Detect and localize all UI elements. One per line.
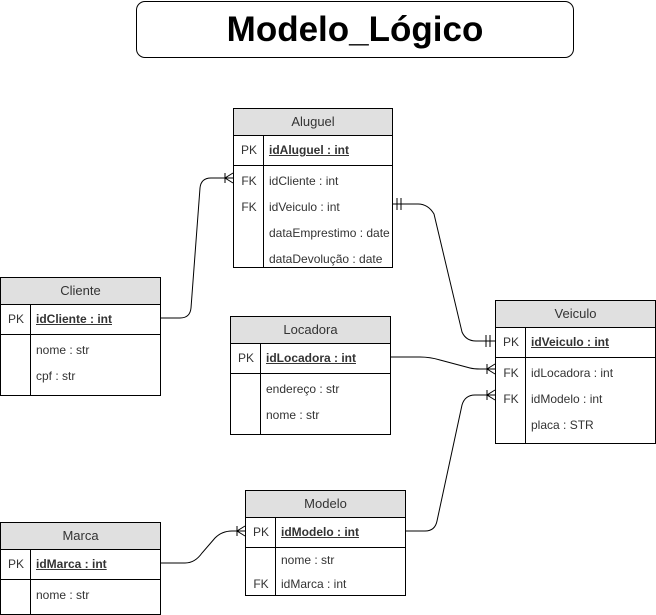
entity-modelo-header: Modelo xyxy=(246,491,405,518)
crowsfoot-icon xyxy=(236,525,246,537)
one-bar-icon xyxy=(396,198,402,210)
attribute-field: placa : STR xyxy=(531,418,594,432)
attribute-field: idMarca : int xyxy=(281,577,347,591)
pk-field: idCliente : int xyxy=(36,312,112,326)
relationship-locadora-veiculo xyxy=(391,356,495,370)
entity-aluguel[interactable]: Aluguel PK idAluguel : int FK idCliente … xyxy=(233,108,393,268)
crowsfoot-icon xyxy=(224,172,234,184)
entity-cliente[interactable]: Cliente PK idCliente : int nome : str cp… xyxy=(0,277,161,396)
attribute-field: cpf : str xyxy=(36,369,76,383)
key-column xyxy=(246,518,276,595)
crowsfoot-icon xyxy=(486,389,496,401)
key-column xyxy=(496,328,526,443)
relationship-modelo-veiculo xyxy=(406,394,495,532)
key-column xyxy=(231,344,261,434)
entity-marca[interactable]: Marca PK idMarca : int nome : str xyxy=(0,522,161,615)
attribute-field: nome : str xyxy=(36,343,90,357)
attribute-row: nome : str xyxy=(246,548,405,572)
diagram-title: Modelo_Lógico xyxy=(136,1,574,58)
attribute-row: nome : str xyxy=(231,402,390,428)
fk-label: FK xyxy=(253,577,269,591)
attribute-field: idLocadora : int xyxy=(531,366,614,380)
attribute-field: nome : str xyxy=(36,588,90,602)
attribute-row: nome : str xyxy=(1,582,160,608)
pk-row: PK idLocadora : int xyxy=(231,344,390,374)
attribute-row: dataDevolução : date xyxy=(234,246,392,272)
crowsfoot-icon xyxy=(486,363,496,375)
relationship-marca-modelo xyxy=(161,530,245,564)
pk-row: PK idAluguel : int xyxy=(234,136,392,166)
pk-label: PK xyxy=(502,335,519,349)
pk-field: idAluguel : int xyxy=(269,143,349,157)
attribute-field: idCliente : int xyxy=(269,174,339,188)
attribute-row: placa : STR xyxy=(496,412,655,438)
attribute-row: FK idModelo : int xyxy=(496,386,655,412)
pk-row: PK idModelo : int xyxy=(246,518,405,548)
attribute-row: endereço : str xyxy=(231,376,390,402)
key-column xyxy=(1,305,31,395)
attribute-row: FK idLocadora : int xyxy=(496,360,655,386)
pk-label: PK xyxy=(252,525,269,539)
entity-veiculo-header: Veiculo xyxy=(496,301,655,328)
entity-marca-header: Marca xyxy=(1,523,160,550)
entity-aluguel-header: Aluguel xyxy=(234,109,392,136)
attribute-field: idVeiculo : int xyxy=(269,200,340,214)
pk-field: idLocadora : int xyxy=(266,351,356,365)
pk-row: PK idVeiculo : int xyxy=(496,328,655,358)
entity-cliente-header: Cliente xyxy=(1,278,160,305)
pk-label: PK xyxy=(240,143,257,157)
fk-label: FK xyxy=(503,392,519,406)
pk-field: idVeiculo : int xyxy=(531,335,610,349)
attribute-field: dataEmprestimo : date xyxy=(269,226,390,240)
key-column xyxy=(234,136,264,267)
attribute-field: endereço : str xyxy=(266,382,340,396)
attribute-row: FK idMarca : int xyxy=(246,572,405,596)
attribute-row: FK idCliente : int xyxy=(234,168,392,194)
fk-label: FK xyxy=(503,366,519,380)
entity-locadora-header: Locadora xyxy=(231,317,390,344)
fk-label: FK xyxy=(241,174,257,188)
relationship-aluguel-veiculo xyxy=(393,203,495,342)
attribute-row: FK idVeiculo : int xyxy=(234,194,392,220)
pk-label: PK xyxy=(7,557,24,571)
fk-label: FK xyxy=(241,200,257,214)
key-column xyxy=(1,550,31,614)
attribute-field: nome : str xyxy=(281,553,335,567)
attribute-row: nome : str xyxy=(1,337,160,363)
entity-modelo[interactable]: Modelo PK idModelo : int nome : str FK i… xyxy=(245,490,406,596)
entity-veiculo[interactable]: Veiculo PK idVeiculo : int FK idLocadora… xyxy=(495,300,656,444)
pk-row: PK idCliente : int xyxy=(1,305,160,335)
attribute-row: cpf : str xyxy=(1,363,160,389)
pk-field: idModelo : int xyxy=(281,525,359,539)
attribute-field: dataDevolução : date xyxy=(269,252,383,266)
relationship-cliente-aluguel xyxy=(161,177,233,319)
pk-label: PK xyxy=(237,351,254,365)
pk-row: PK idMarca : int xyxy=(1,550,160,580)
entity-locadora[interactable]: Locadora PK idLocadora : int endereço : … xyxy=(230,316,391,435)
pk-label: PK xyxy=(7,312,24,326)
pk-field: idMarca : int xyxy=(36,557,107,571)
attribute-field: idModelo : int xyxy=(531,392,603,406)
attribute-row: dataEmprestimo : date xyxy=(234,220,392,246)
attribute-field: nome : str xyxy=(266,408,320,422)
one-bar-icon xyxy=(485,335,491,347)
